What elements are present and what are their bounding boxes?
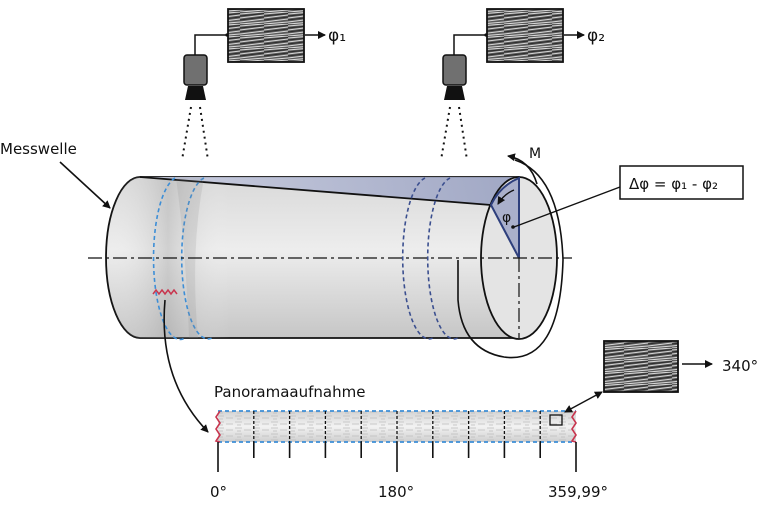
camera-1-lens-icon (185, 86, 206, 100)
detail-output-label: 340° (722, 357, 758, 375)
torsion-angle-arc (497, 189, 515, 205)
camera-1-view-line-left (181, 106, 192, 161)
camera-2-view-line-right (458, 106, 468, 161)
camera-1-body-icon (183, 54, 208, 86)
panorama-right-cut-icon (570, 410, 577, 443)
camera-2-cable (453, 34, 486, 55)
torque-rotation-arrow (457, 159, 564, 359)
camera-2-image-thumbnail (486, 8, 564, 63)
camera-2-view-line-left (440, 106, 451, 161)
scale-label-180: 180° (378, 483, 414, 501)
camera-1-view-line-right (199, 106, 209, 161)
measurement-ring-1-left (152, 177, 186, 341)
detail-region-marker (549, 414, 563, 426)
torsion-angle-label: φ (502, 210, 511, 226)
shaft-label-arrow (59, 161, 111, 209)
shaft-label: Messwelle (0, 140, 77, 158)
camera-2-lens-icon (444, 86, 465, 100)
panorama-label: Panoramaaufnahme (214, 383, 365, 401)
detail-image-thumbnail (603, 340, 679, 393)
panorama-strip (214, 410, 577, 472)
cut-marker-icon (152, 288, 178, 296)
camera-1-cable (194, 34, 227, 55)
formula-pointer-line (513, 186, 621, 228)
formula-text: Δφ = φ₁ - φ₂ (629, 175, 718, 193)
camera-1-image-thumbnail (227, 8, 305, 63)
scale-label-0: 0° (210, 483, 227, 501)
twist-surface (140, 177, 519, 258)
twisted-reference-line (139, 176, 492, 206)
camera-2-body-icon (442, 54, 467, 86)
panorama-left-cut-icon (214, 410, 221, 443)
torque-arrow-top-arc (507, 153, 538, 185)
panorama-ticks (217, 411, 577, 472)
scale-label-360: 359,99° (548, 483, 608, 501)
unwrap-arrow (163, 299, 209, 433)
camera-2-output-label: φ₂ (587, 26, 605, 46)
measuring-shaft: φ M (88, 146, 572, 359)
camera-1-output-label: φ₁ (328, 26, 346, 46)
camera-2-group: φ₂ (440, 8, 605, 161)
formula-box: Δφ = φ₁ - φ₂ (513, 165, 744, 228)
detail-link-arrow (564, 391, 603, 413)
torque-label: M (529, 146, 541, 162)
camera-1-group: φ₁ (181, 8, 346, 161)
